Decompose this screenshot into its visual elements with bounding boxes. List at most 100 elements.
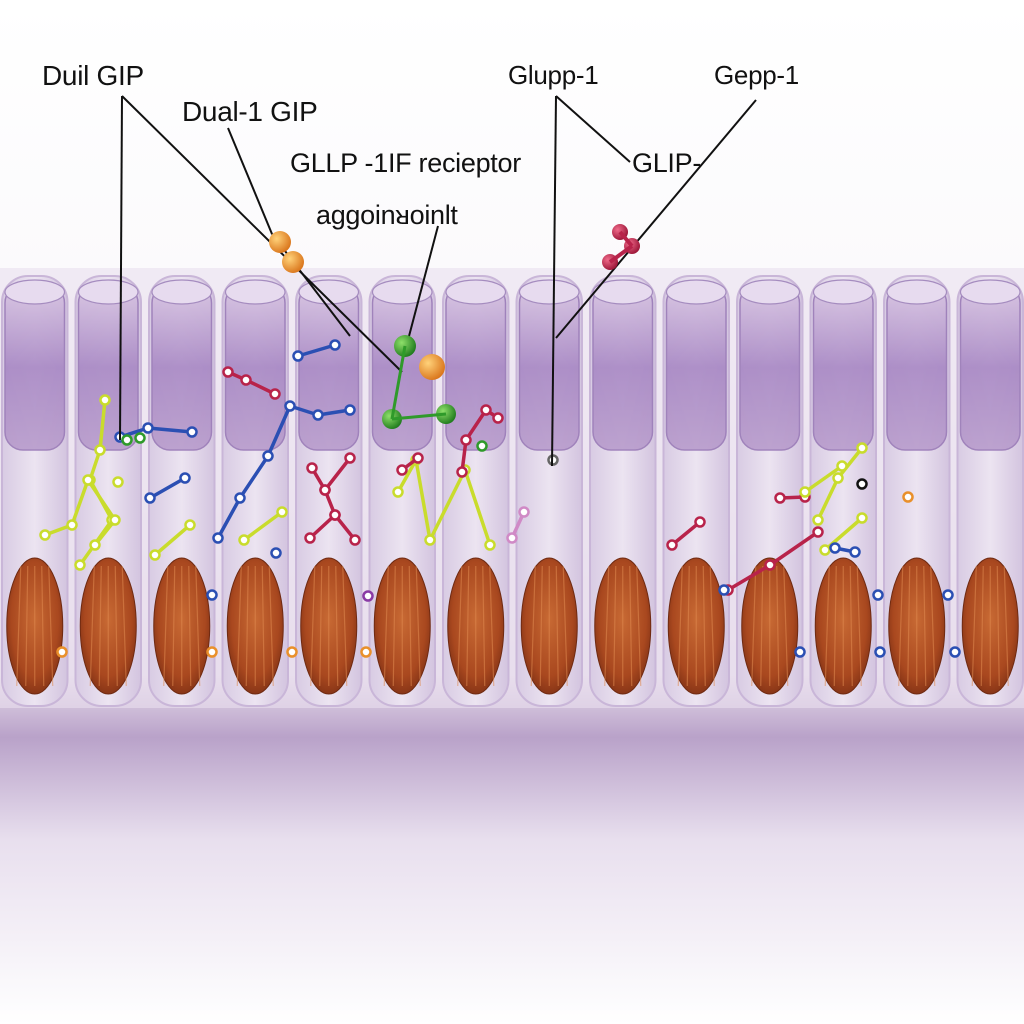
pink-chain-atom [518,506,530,518]
nucleus-texture [268,565,274,687]
molecule-dot [134,432,146,444]
nucleus-texture [686,565,690,687]
molecule-dot [360,646,372,658]
label-dual-1-gip: Dual-1 GIP [182,96,318,127]
nucleus-texture [114,565,118,687]
yellow-chain-atom [276,506,288,518]
nucleus-texture [980,565,984,687]
nucleus-texture [310,565,316,687]
nucleus-texture [98,565,102,687]
cell-cap-top [77,279,139,305]
molecule-dot [270,547,282,559]
nucleus-texture [751,565,757,687]
pointer-line [121,95,403,373]
yellow-chain-atom [856,512,868,524]
nucleus-texture [636,565,642,687]
yellow-chain-atom [99,394,111,406]
ligands [269,224,640,429]
cell-cap [77,284,139,451]
nucleus-texture [195,565,201,687]
yellow-chain-atom [484,539,496,551]
nucleus-texture [89,565,95,687]
cell-cap [518,284,580,451]
cell-cap-top [739,279,801,305]
nucleus-texture [261,565,265,687]
yellow-chain-atom [74,559,86,571]
cell-column [589,275,657,707]
molecules [39,339,961,658]
nucleus-texture [562,565,568,687]
cell-cap [224,284,286,451]
nucleus-texture [392,565,396,687]
yellow-chain-atom [66,519,78,531]
nucleus-texture [466,565,470,687]
label-gepp: Gepp-1 [714,60,799,90]
nucleus-texture [856,565,862,687]
molecule-dot [121,434,133,446]
red-chain-atom [812,526,824,538]
nucleus-texture [833,565,837,687]
blue-chain-bond [297,343,336,358]
blue-chain [114,422,198,443]
yellow-chain-atom [82,474,94,486]
pointer-line [407,225,439,341]
cell-column [221,275,289,707]
yellow-chain [149,519,196,561]
molecule-dot [874,646,886,658]
nucleus-texture [319,565,323,687]
red-chain-atom [396,464,408,476]
cell-column [148,275,216,707]
nucleus-texture [555,565,559,687]
cell-column [1,275,69,707]
pink-chain [506,506,530,544]
yellow-chain-atom [832,472,844,484]
yellow-chain [799,460,848,498]
blue-chain-atom [262,450,274,462]
molecule-dot [718,584,730,596]
label-agonist: aggoinᴚoinlt [316,200,458,230]
nucleus-texture [415,565,421,687]
cell-cap [739,284,801,451]
yellow-chain-atom [799,486,811,498]
yellow-chain-atom [89,539,101,551]
nucleus-texture [971,565,977,687]
nucleus-texture [923,565,927,687]
cell-columns [1,275,1024,707]
red-chain [456,404,504,478]
molecule-dot [856,478,868,490]
red-chain-atom [666,539,678,551]
nucleus-texture [996,565,1000,687]
red-bond [608,244,634,264]
molecule-dot [362,590,374,602]
molecule-dot [112,476,124,488]
yellow-chain-atom [149,549,161,561]
label-dual-gip: Duil GIP [42,60,144,91]
nucleus-texture [163,565,169,687]
red-chain [329,509,361,546]
red-chain-atom [492,412,504,424]
yellow-chain-atom [392,486,404,498]
nucleus-texture [383,565,389,687]
pointer-line [555,99,757,339]
red-chain-atom [304,532,316,544]
cell-cap-top [812,279,874,305]
nucleus-texture [408,565,412,687]
red-chain-atom [694,516,706,528]
nucleus-texture [188,565,192,687]
molecule-dot [794,646,806,658]
cell-cap-top [151,279,213,305]
nucleus-texture [48,565,54,687]
blue-chain [212,400,356,544]
nucleus-texture [16,565,22,687]
cell-cap-top [371,279,433,305]
yellow-chain [238,506,288,546]
red-chain [396,452,424,476]
red-chain-atom [344,452,356,464]
pointer-line [119,95,123,441]
cell-column [956,275,1024,707]
nucleus-texture [702,565,706,687]
cell-column [736,275,804,707]
cell-column [515,275,583,707]
molecule-dot [872,589,884,601]
nucleus-texture [121,565,127,687]
